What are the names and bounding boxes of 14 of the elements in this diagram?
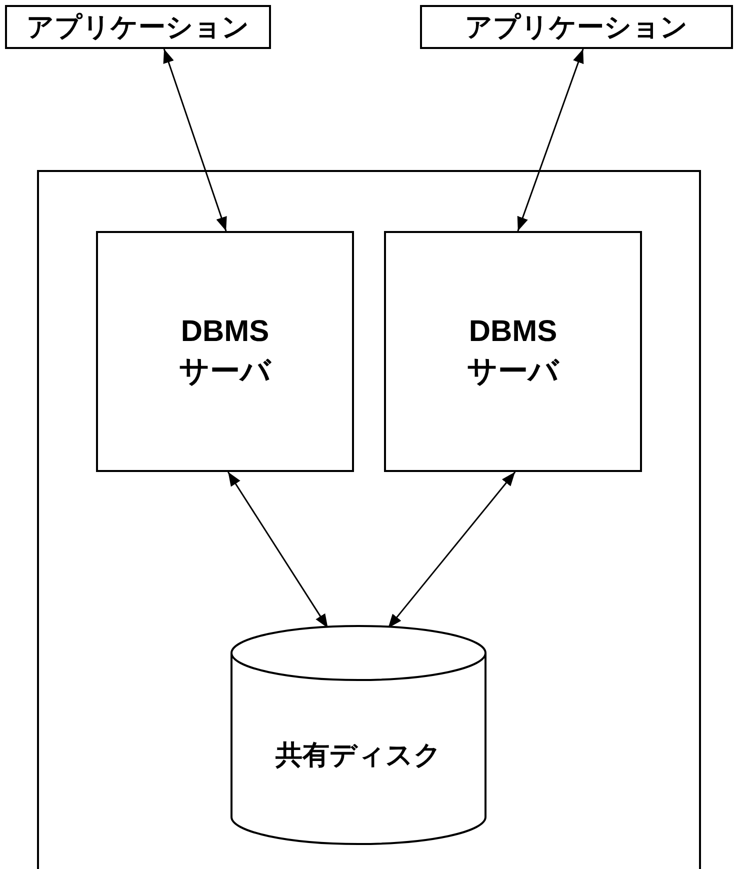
node-label: DBMS サーバ <box>466 314 560 390</box>
server-box <box>96 231 354 472</box>
server-box <box>384 231 642 472</box>
arrow <box>163 48 227 232</box>
node-label: 共有ディスク <box>276 739 442 772</box>
arrow <box>227 472 329 628</box>
application-box <box>420 5 733 49</box>
arrow <box>387 472 516 629</box>
arrow <box>517 48 584 232</box>
system-frame <box>37 170 701 869</box>
node-label: アプリケーション <box>26 11 250 44</box>
node-label: DBMS サーバ <box>178 314 272 390</box>
application-box <box>5 5 271 49</box>
node-label: アプリケーション <box>465 11 688 44</box>
